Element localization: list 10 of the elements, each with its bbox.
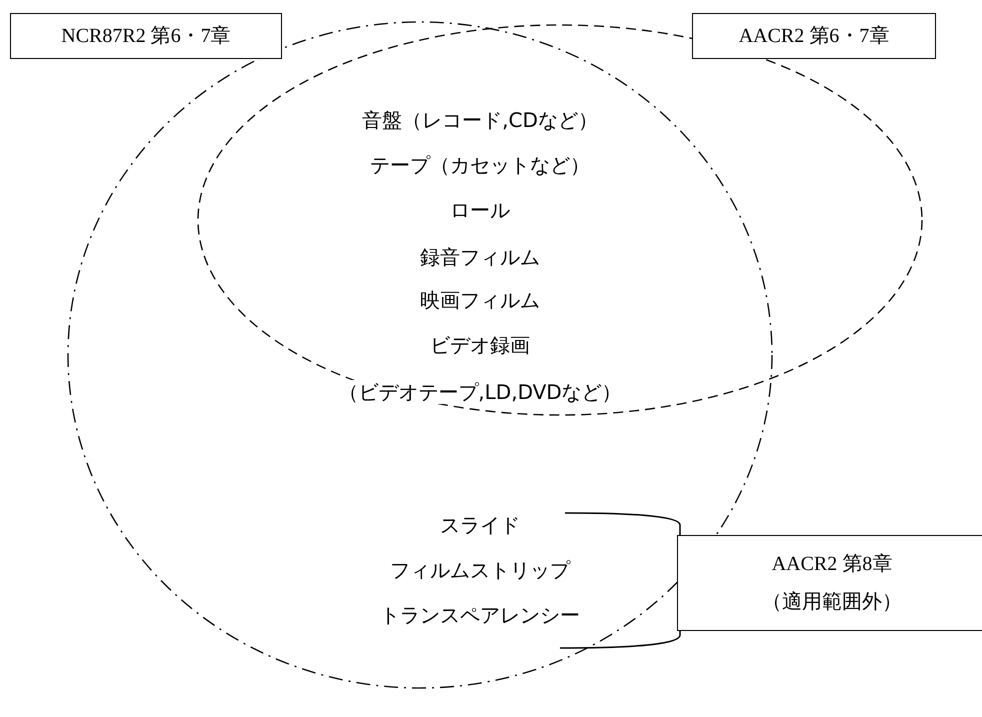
- label-box: [692, 13, 936, 59]
- media-label: 録音フィルム: [420, 245, 540, 269]
- box-label: AACR2 第8章: [772, 552, 892, 577]
- media-label: フィルムストリップ: [390, 558, 570, 582]
- label-box: [10, 13, 282, 59]
- box-label: NCR87R2 第6・7章: [61, 24, 231, 49]
- label-box: [677, 535, 982, 631]
- box-label: AACR2 第6・7章: [738, 24, 890, 49]
- media-label: 映画フィルム: [420, 288, 540, 312]
- box-label: （適用範囲外）: [762, 590, 902, 615]
